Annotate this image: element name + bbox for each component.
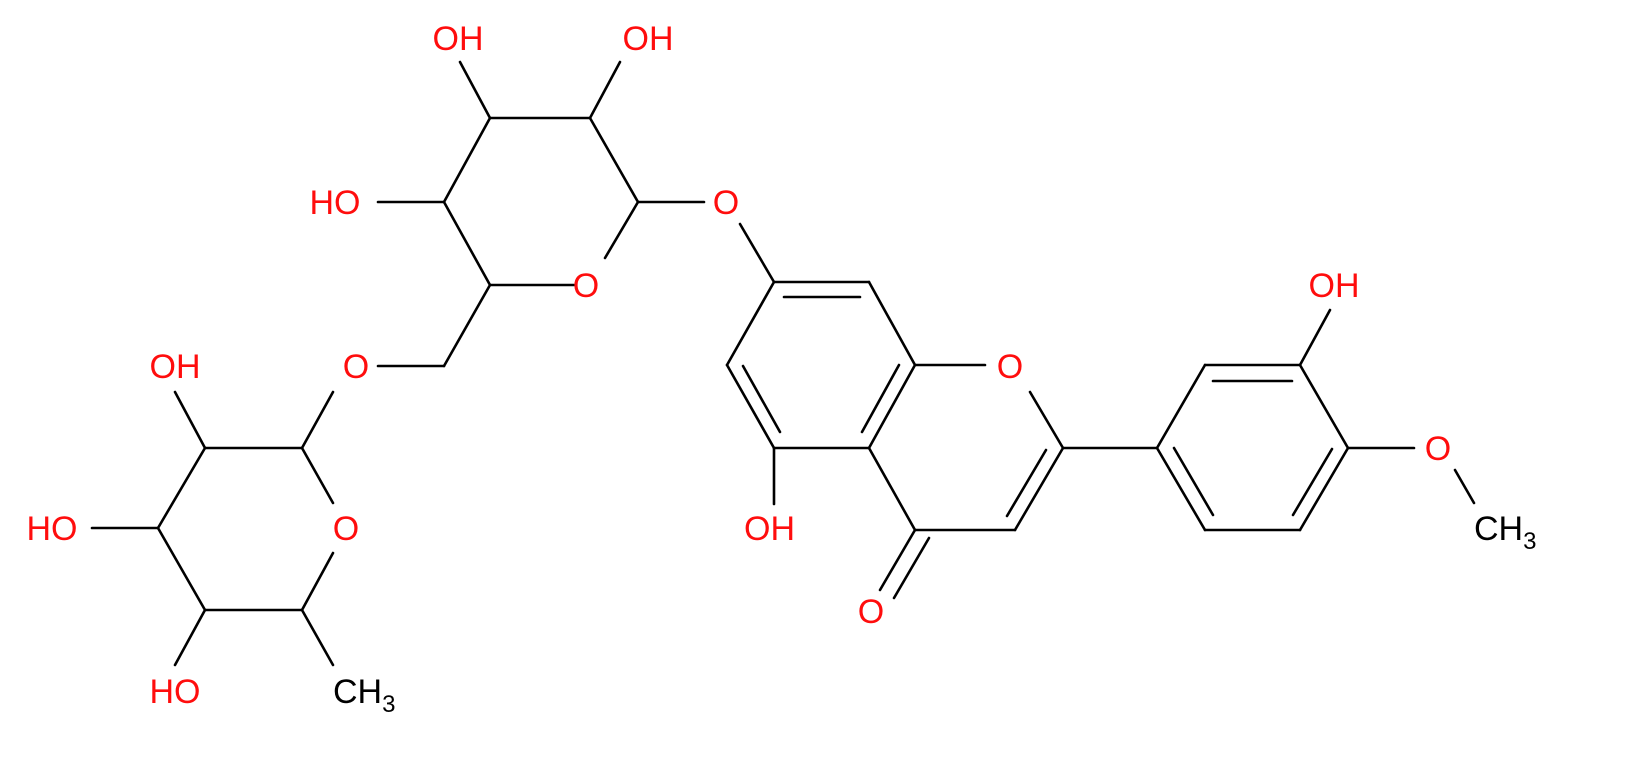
bond: [1172, 446, 1215, 517]
rhamnose-ring-oxygen-label: O: [333, 510, 359, 548]
bond: [867, 363, 917, 450]
bond: [1298, 363, 1350, 450]
rhamnose-methyl-label: CH3: [333, 673, 395, 718]
bond: [1298, 308, 1332, 367]
bond: [725, 363, 776, 450]
rhamnose-oh-4-label: HO: [150, 673, 201, 711]
bond: [458, 60, 492, 120]
glycosidic-oxygen-label: O: [713, 184, 739, 222]
glucose-oh-4-label: HO: [310, 184, 361, 222]
bond: [300, 551, 335, 612]
bond: [603, 200, 640, 260]
bond: [588, 116, 640, 204]
bond: [1013, 446, 1065, 532]
bond: [300, 390, 335, 450]
bond: [860, 363, 901, 434]
bond: [738, 222, 776, 284]
bond: [442, 200, 492, 287]
bond: [588, 60, 622, 120]
bond: [156, 446, 207, 530]
bond: [867, 280, 917, 367]
bond: [892, 536, 931, 600]
bond: [878, 528, 917, 592]
bond: [725, 280, 776, 367]
bond-lines: [90, 60, 1476, 667]
bond: [442, 116, 492, 204]
bond: [1298, 446, 1350, 532]
bond: [867, 446, 917, 532]
rhamnose-oh-2-label: OH: [150, 348, 201, 386]
hydroxyl-5-label: OH: [744, 510, 795, 548]
chromone-ring-oxygen-label: O: [997, 348, 1023, 386]
hydroxyl-3prime-label: OH: [1309, 267, 1360, 305]
rhamnose-methyl-subscript: 3: [382, 691, 395, 718]
bond: [1005, 448, 1048, 518]
bond: [156, 526, 207, 612]
bond: [300, 446, 335, 505]
bond: [1155, 363, 1207, 450]
methoxy-methyl-subscript: 3: [1523, 528, 1536, 555]
bond: [1453, 468, 1476, 505]
bond: [1291, 447, 1334, 517]
glucose-oh-2-label: OH: [433, 20, 484, 58]
rhamnose-oh-3-label: HO: [27, 510, 78, 548]
bond: [173, 390, 207, 450]
atom-labels: OH OH HO O O O OH HO HO O CH3 O OH O OH …: [27, 20, 1537, 718]
methoxy-methyl-text: CH: [1474, 510, 1523, 548]
methoxy-oxygen-label: O: [1425, 430, 1451, 468]
rhamnose-methyl-text: CH: [333, 673, 382, 711]
glucose-ring-oxygen-label: O: [573, 267, 599, 305]
methoxy-methyl-label: CH3: [1474, 510, 1536, 555]
bond: [1028, 390, 1065, 450]
bond: [442, 283, 492, 368]
bond: [173, 608, 207, 667]
bond: [300, 608, 335, 667]
glucose-oh-3-label: OH: [623, 20, 674, 58]
bond: [1155, 446, 1207, 532]
linker-oxygen-label: O: [343, 348, 369, 386]
bond: [741, 364, 782, 434]
carbonyl-oxygen-label: O: [858, 593, 884, 631]
